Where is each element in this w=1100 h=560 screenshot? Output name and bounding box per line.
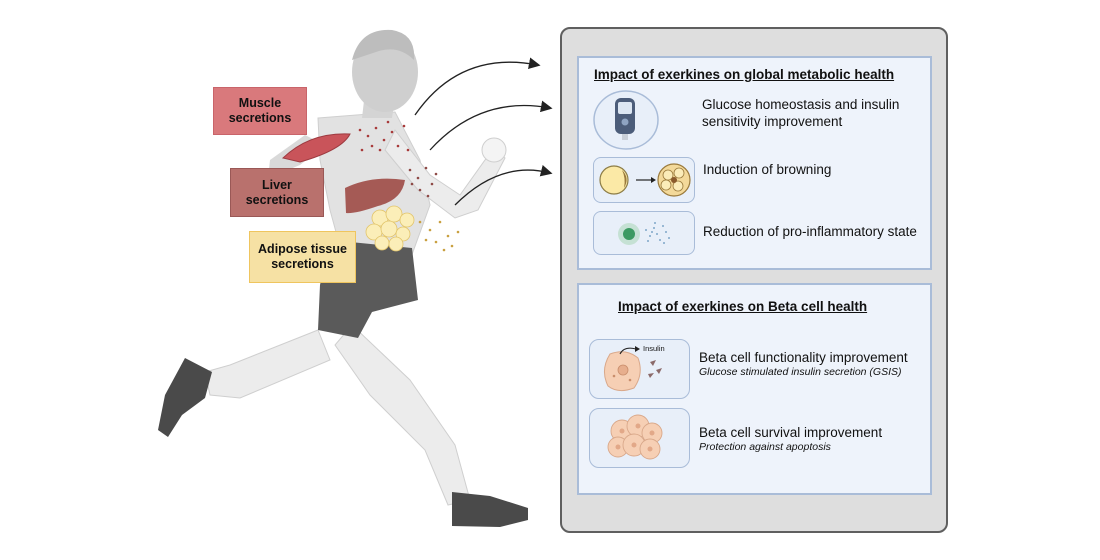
back-shoe-icon bbox=[158, 358, 212, 437]
pro-inflammatory-text: Reduction of pro-inflammatory state bbox=[703, 224, 917, 239]
beta-cell-functionality-text: Beta cell functionality improvement Gluc… bbox=[699, 349, 929, 379]
adipose-secretion-dots bbox=[418, 220, 460, 252]
survival-icon-box bbox=[589, 408, 690, 468]
beta-cell-survival-title: Beta cell survival improvement bbox=[699, 425, 883, 440]
inflammation-icon-box bbox=[593, 211, 695, 255]
runner-illustration bbox=[158, 29, 553, 527]
beta-cell-insulin-icon bbox=[604, 346, 662, 392]
insulin-icon-label: Insulin bbox=[643, 344, 665, 353]
browning-text: Induction of browning bbox=[703, 162, 832, 177]
adipocyte-browning-icon bbox=[599, 163, 691, 197]
browning-icon-box bbox=[593, 157, 695, 203]
muscle-secretions-label: Muscle secretions bbox=[213, 87, 307, 135]
liver-secretions-label: Liver secretions bbox=[230, 168, 324, 217]
glucometer-icon bbox=[593, 90, 661, 157]
beta-cell-survival-text: Beta cell survival improvement Protectio… bbox=[699, 424, 929, 454]
muscle-secretion-dots bbox=[358, 120, 410, 152]
front-shoe-icon bbox=[452, 492, 528, 527]
arrow-bottom bbox=[454, 165, 553, 206]
inflammatory-cell-icon bbox=[618, 222, 670, 245]
glucose-homeostasis-text: Glucose homeostasis and insulin sensitiv… bbox=[702, 97, 900, 129]
fist-icon bbox=[481, 137, 507, 163]
beta-cell-cluster-icon bbox=[607, 414, 663, 460]
gsis-icon-box: Insulin bbox=[589, 339, 690, 399]
muscle-icon bbox=[281, 133, 351, 163]
adipose-secretions-label: Adipose tissue secretions bbox=[249, 231, 356, 283]
liver-icon bbox=[345, 178, 405, 214]
beta-cell-heading: Impact of exerkines on Beta cell health bbox=[618, 299, 868, 314]
global-metabolic-heading: Impact of exerkines on global metabolic … bbox=[594, 67, 895, 82]
arrow-top bbox=[414, 57, 541, 116]
adipose-cluster-icon bbox=[365, 205, 415, 252]
liver-secretion-dots bbox=[408, 166, 438, 198]
gsis-subtext: Glucose stimulated insulin secretion (GS… bbox=[699, 366, 902, 378]
apoptosis-subtext: Protection against apoptosis bbox=[699, 441, 831, 453]
beta-cell-functionality-title: Beta cell functionality improvement bbox=[699, 350, 908, 365]
arrow-middle bbox=[429, 100, 553, 151]
